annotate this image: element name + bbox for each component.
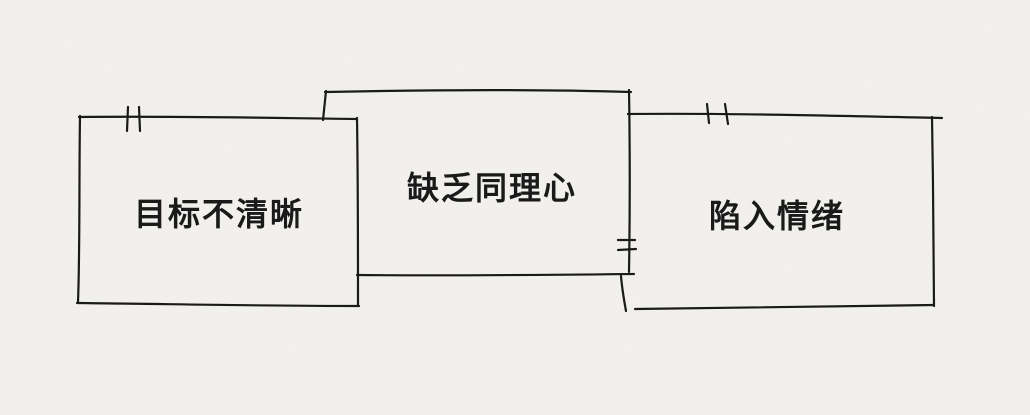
box-left-right-edge (355, 116, 360, 308)
box-left-tick-2 (137, 105, 142, 133)
box-middle-left-edge (321, 89, 328, 122)
box-right-label: 陷入情绪 (708, 197, 846, 235)
box-right (626, 102, 944, 311)
box-left-bottom-edge (75, 301, 361, 308)
box-right-tick-2 (723, 102, 730, 126)
box-left-left-edge (76, 114, 82, 304)
box-right-top-edge (626, 112, 944, 120)
box-middle-tail (619, 274, 628, 313)
box-right-right-edge (930, 115, 936, 308)
box-middle-tick-2 (616, 247, 638, 252)
box-right-tick-1 (705, 102, 711, 125)
box-middle-top-edge (323, 89, 633, 94)
box-middle-right-edge (627, 88, 631, 274)
box-right-bottom-edge (633, 303, 936, 311)
box-middle-label: 缺乏同理心 (406, 169, 578, 207)
box-left-tick-1 (125, 105, 130, 133)
box-middle (321, 88, 638, 313)
box-left-label: 目标不清晰 (133, 195, 305, 233)
box-middle-bottom-edge (355, 272, 636, 277)
